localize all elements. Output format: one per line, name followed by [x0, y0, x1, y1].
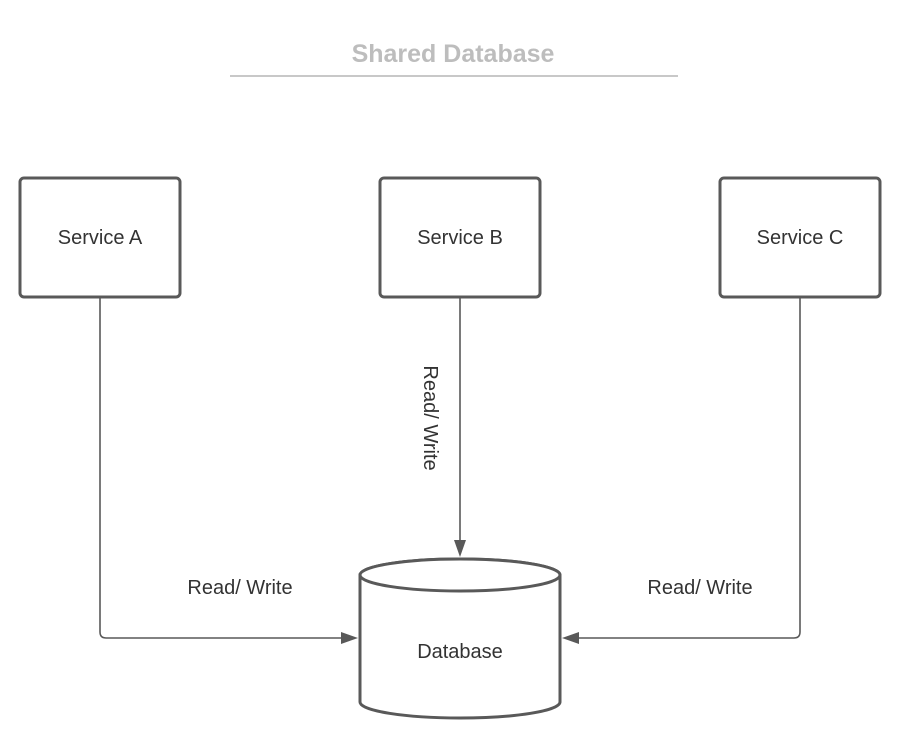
service-c-label: Service C [757, 227, 844, 249]
service-a-label: Service A [58, 227, 143, 249]
service-b-node[interactable]: Service B [378, 176, 542, 299]
arrowhead-b [454, 540, 466, 557]
connector-line-a [99, 297, 342, 639]
connection-c-to-database: Read/ Write [562, 297, 801, 644]
service-c-node[interactable]: Service C [718, 176, 882, 299]
connection-b-label: Read/ Write [419, 365, 441, 470]
database-cylinder-top [358, 557, 562, 593]
connection-a-to-database: Read/ Write [99, 297, 358, 644]
service-b-label: Service B [417, 227, 503, 249]
database-node[interactable]: Database [358, 557, 562, 720]
connection-b-to-database: Read/ Write [419, 297, 466, 557]
connection-a-label: Read/ Write [187, 577, 292, 599]
connection-c-label: Read/ Write [647, 577, 752, 599]
arrowhead-a [341, 632, 358, 644]
diagram-title: Shared Database [352, 40, 555, 68]
database-label: Database [417, 641, 503, 663]
service-a-node[interactable]: Service A [18, 176, 182, 299]
arrowhead-c [562, 632, 579, 644]
connector-line-c [578, 297, 801, 639]
